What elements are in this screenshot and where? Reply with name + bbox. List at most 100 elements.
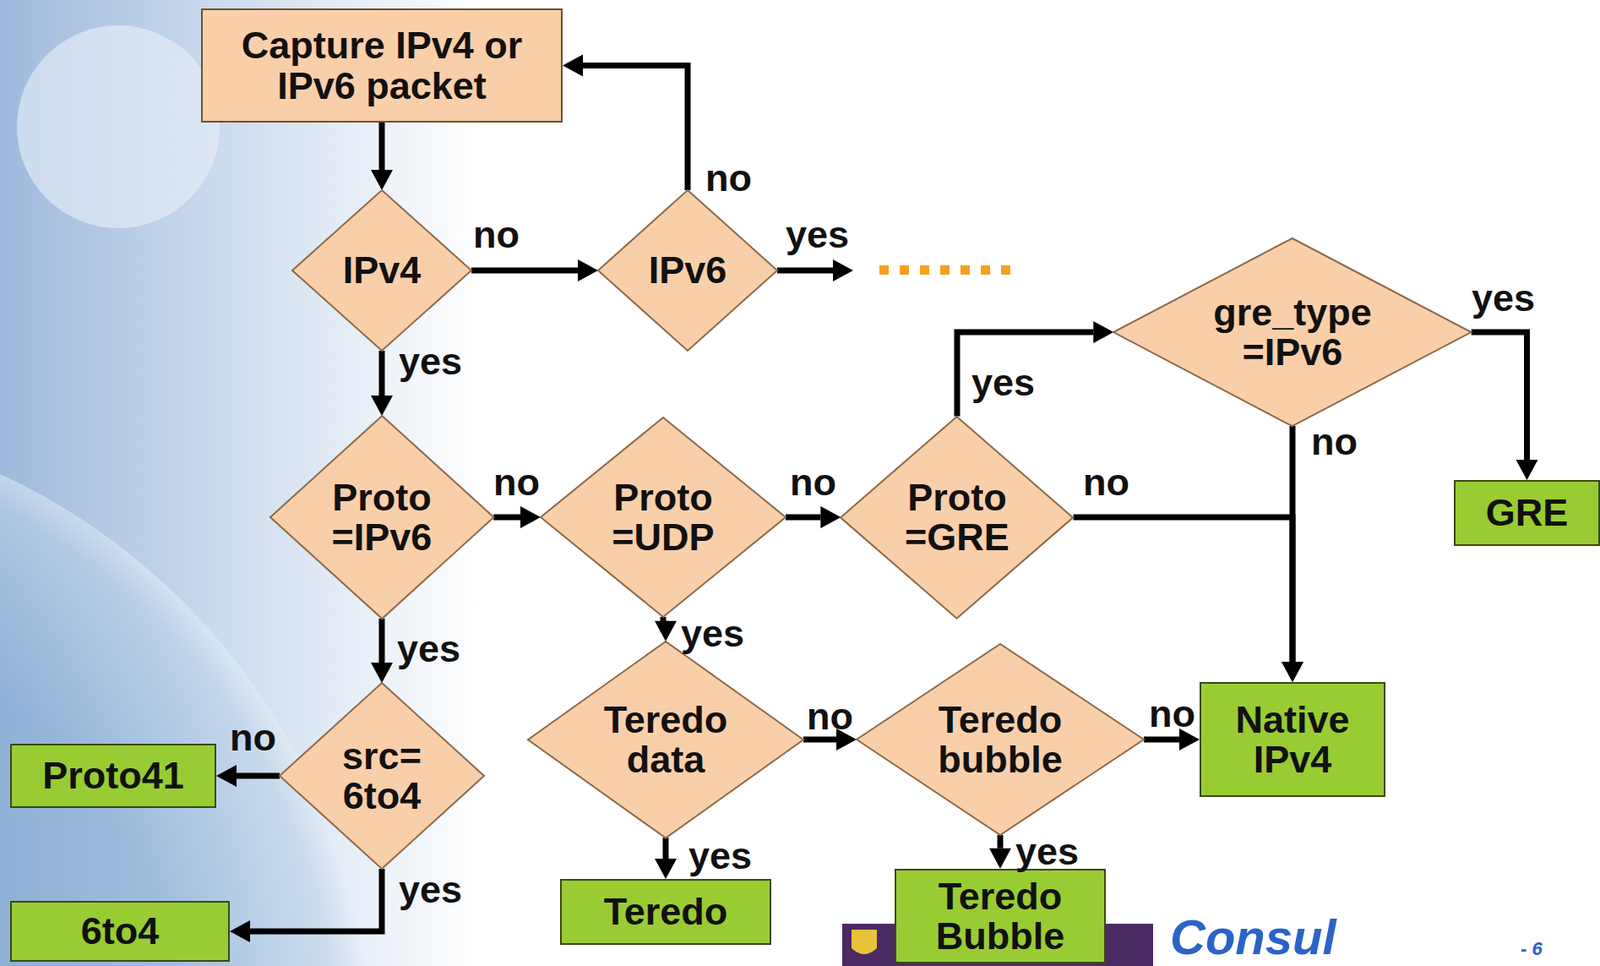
arrow-line [662,837,669,859]
node-text: 6to4 [81,910,160,951]
arrow-head [370,395,393,416]
node-text: src= 6to4 [318,735,446,817]
flow-arrow [370,618,393,683]
decision-diamond: IPv6 [598,190,778,351]
result-box: Proto41 [10,743,217,808]
flow-arrow [493,506,541,528]
arrow-line [997,834,1004,849]
node-text: Teredo [604,891,729,931]
diamond-shape [598,190,778,351]
diamond-shape [279,682,485,869]
branch-label: no [705,158,752,197]
process-box: Capture IPv4 or IPv6 packet [201,8,563,123]
decision-diamond: Teredo bubble [856,643,1144,835]
result-box: Teredo [560,878,772,945]
result-box: Native IPv4 [1199,681,1386,797]
node-text: Proto41 [42,755,185,795]
branch-label: yes [971,363,1035,402]
node-text: Proto =GRE [885,477,1029,558]
flow-arrow [370,350,393,416]
node-text: Native IPv4 [1209,699,1376,780]
arrow-head [832,259,854,282]
arrow-line [378,618,385,663]
open-arrow [777,267,833,274]
diamond-shape [540,417,786,617]
branch-label: yes [785,215,849,254]
flow-arrow [370,122,393,191]
arrow-head [1516,459,1539,480]
flow-arrow [654,837,677,879]
node-text: Proto =UDP [591,477,735,558]
diamond-shape [840,416,1073,619]
arrow-line [1471,331,1528,460]
flow-arrow [785,506,841,528]
result-box: Teredo Bubble [894,868,1106,964]
arrow-head [370,169,393,191]
arrow-head [577,259,599,282]
node-text: GRE [1485,492,1569,533]
arrow-head [370,662,393,683]
arrow-line [1143,736,1180,743]
continuation-dots [879,265,1011,275]
diamond-shape [292,190,472,351]
arrow-line [236,772,280,779]
decision-diamond: src= 6to4 [279,682,485,869]
decision-diamond: Proto =IPv6 [270,415,495,619]
node-text: IPv6 [648,250,728,290]
result-box: 6to4 [10,900,230,962]
arrow-head [654,620,677,642]
arrow-head [562,54,583,77]
node-text: IPv4 [342,250,422,290]
branch-label: yes [1015,832,1079,871]
branch-label: yes [398,870,463,909]
flow-arrow [654,616,677,642]
arrow-line [957,331,1094,417]
logo-crest [851,929,877,954]
flow-arrow [471,259,599,282]
logo-text: Consul [1170,912,1337,962]
decision-diamond: Teredo data [527,641,804,839]
diamond-shape [527,641,804,839]
node-text: Capture IPv4 or IPv6 packet [211,25,553,106]
branch-label: no [1311,422,1358,461]
branch-label: yes [688,836,752,875]
arrow-line [379,122,386,170]
branch-label: no [1082,462,1130,501]
decision-diamond: Proto =GRE [840,416,1073,619]
node-text: Teredo bubble [919,699,1081,780]
result-box: GRE [1453,479,1600,546]
arrow-line [785,513,821,520]
branch-label: yes [1471,278,1535,317]
branch-label: no [473,215,520,254]
node-text: Proto =IPv6 [310,477,454,558]
decision-diamond: Proto =UDP [540,417,786,617]
flow-arrow [1471,331,1539,480]
arrow-line [378,350,385,396]
flow-arrow [216,764,280,787]
arrow-line [471,267,578,274]
branch-label: yes [680,614,745,653]
arrow-head [1281,661,1304,682]
decision-diamond: gre_type =IPv6 [1113,238,1471,426]
arrow-line [1073,517,1293,662]
arrow-head [820,506,841,528]
arrow-line [803,735,837,742]
branch-label: no [789,462,837,501]
node-text: Teredo Bubble [904,876,1096,957]
diamond-shape [856,643,1144,835]
diamond-shape [1113,238,1471,426]
branch-label: no [806,696,854,735]
branch-label: no [1148,694,1196,733]
decision-diamond: IPv4 [292,190,472,351]
flow-arrow [562,54,688,191]
arrow-head [654,858,677,879]
diamond-shape [270,415,495,619]
flow-arrow [957,321,1114,417]
arrow-line [250,868,382,931]
node-text: gre_type =IPv6 [1195,292,1390,373]
page-number: - 6 [1520,939,1543,958]
branch-label: no [493,462,540,501]
arrow-head [520,506,541,528]
moon-picture [16,25,220,229]
